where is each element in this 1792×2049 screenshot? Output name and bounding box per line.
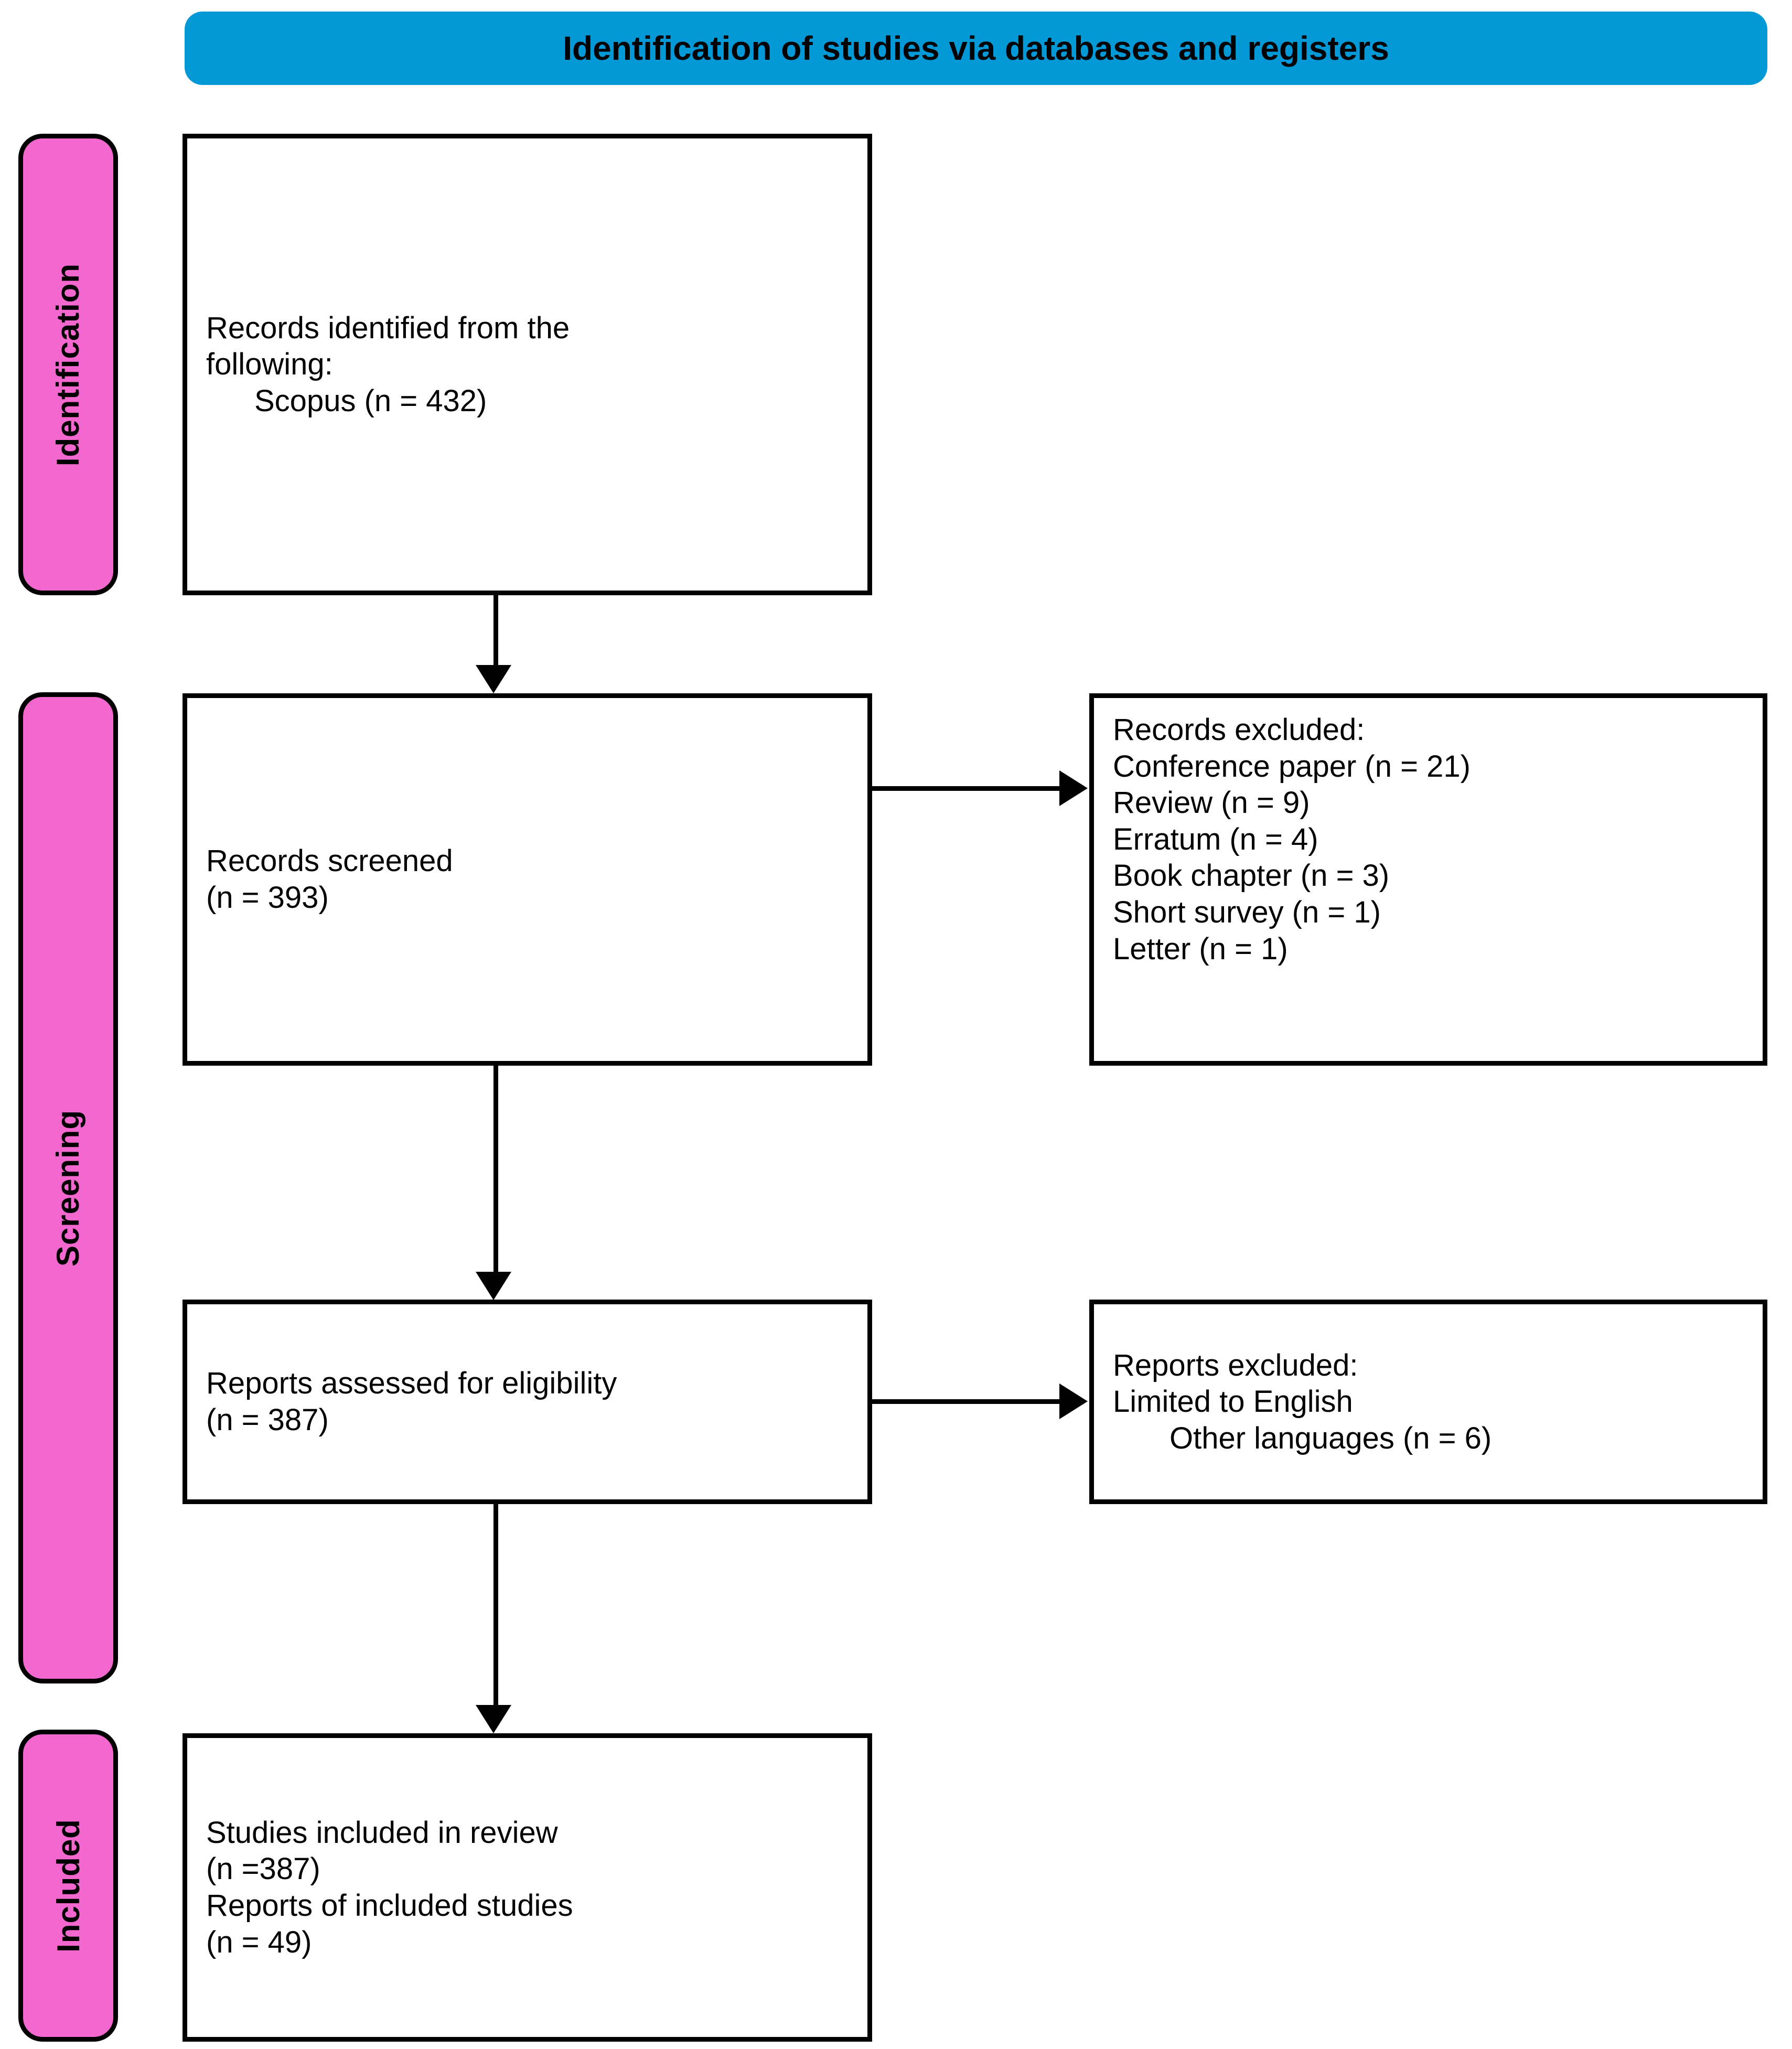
box-records-identified-lines: Records identified from the following: S… <box>187 310 867 420</box>
text-line: Reports excluded: <box>1113 1348 1358 1382</box>
connector-screened-to-records-excluded <box>872 786 1061 791</box>
arrow-right-icon <box>1059 1383 1088 1419</box>
stage-label-identification-text: Identification <box>50 263 86 466</box>
text-line: Scopus (n = 432) <box>254 383 487 418</box>
stage-label-included: Included <box>18 1730 118 2042</box>
text-line: Reports of included studies <box>206 1889 573 1923</box>
connector-screened-to-eligibility <box>493 1066 498 1273</box>
text-line: Studies included in review <box>206 1815 558 1850</box>
arrow-right-icon <box>1059 770 1088 806</box>
connector-eligibility-to-reports-excluded <box>872 1399 1061 1404</box>
text-line: (n = 49) <box>206 1925 312 1959</box>
text-line: Records identified from the <box>206 310 570 345</box>
box-records-excluded-lines: Records excluded: Conference paper (n = … <box>1094 712 1763 967</box>
text-line: Records screened <box>206 844 453 878</box>
box-studies-included: Studies included in review (n =387) Repo… <box>183 1733 872 2042</box>
box-records-excluded: Records excluded: Conference paper (n = … <box>1089 693 1767 1066</box>
box-reports-assessed-lines: Reports assessed for eligibility (n = 38… <box>187 1365 867 1438</box>
arrow-down-icon <box>476 1705 511 1733</box>
text-line: following: <box>206 347 333 382</box>
stage-label-screening: Screening <box>18 692 118 1683</box>
text-line: Records excluded: <box>1113 713 1365 747</box>
connector-identified-to-screened <box>493 595 498 666</box>
stage-label-identification: Identification <box>18 134 118 595</box>
box-studies-included-lines: Studies included in review (n =387) Repo… <box>187 1815 867 1960</box>
header-banner-title: Identification of studies via databases … <box>563 29 1389 67</box>
box-reports-excluded-lines: Reports excluded: Limited to English Oth… <box>1094 1347 1763 1457</box>
text-line: Book chapter (n = 3) <box>1113 859 1390 893</box>
box-reports-assessed-for-eligibility: Reports assessed for eligibility (n = 38… <box>183 1300 872 1504</box>
text-line: Other languages (n = 6) <box>1169 1421 1492 1455</box>
stage-label-included-text: Included <box>50 1819 86 1953</box>
text-line: Letter (n = 1) <box>1113 931 1288 966</box>
text-line: Review (n = 9) <box>1113 786 1310 820</box>
text-line: Reports assessed for eligibility <box>206 1366 617 1401</box>
header-banner: Identification of studies via databases … <box>185 12 1767 85</box>
stage-label-screening-text: Screening <box>50 1109 86 1267</box>
text-line: Conference paper (n = 21) <box>1113 749 1471 784</box>
box-reports-excluded: Reports excluded: Limited to English Oth… <box>1089 1300 1767 1504</box>
box-records-screened: Records screened (n = 393) <box>183 693 872 1066</box>
text-line: (n = 387) <box>206 1403 329 1437</box>
text-line: Erratum (n = 4) <box>1113 822 1318 856</box>
arrow-down-icon <box>476 665 511 693</box>
text-line: Short survey (n = 1) <box>1113 895 1381 929</box>
text-line: (n =387) <box>206 1852 320 1886</box>
text-line: (n = 393) <box>206 881 329 915</box>
connector-eligibility-to-included <box>493 1504 498 1706</box>
arrow-down-icon <box>476 1272 511 1300</box>
box-records-identified: Records identified from the following: S… <box>183 134 872 595</box>
text-line: Limited to English <box>1113 1385 1353 1419</box>
box-records-screened-lines: Records screened (n = 393) <box>187 843 867 916</box>
